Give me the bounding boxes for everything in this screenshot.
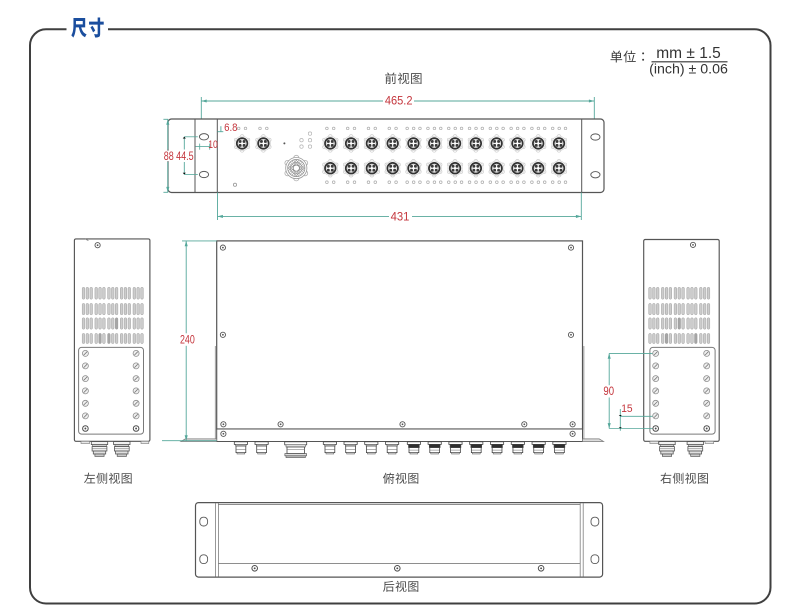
svg-text:465.2: 465.2 (385, 94, 413, 108)
svg-text:6.8: 6.8 (224, 122, 237, 134)
svg-text:431: 431 (391, 210, 410, 224)
svg-text:15: 15 (621, 403, 632, 415)
svg-text:240: 240 (180, 333, 195, 347)
svg-text:90: 90 (603, 384, 614, 398)
svg-text:10: 10 (208, 139, 218, 151)
svg-text:(inch) ± 0.06: (inch) ± 0.06 (649, 62, 728, 78)
svg-text:mm ± 1.5: mm ± 1.5 (656, 45, 721, 62)
svg-text:88 44.5: 88 44.5 (164, 149, 194, 163)
